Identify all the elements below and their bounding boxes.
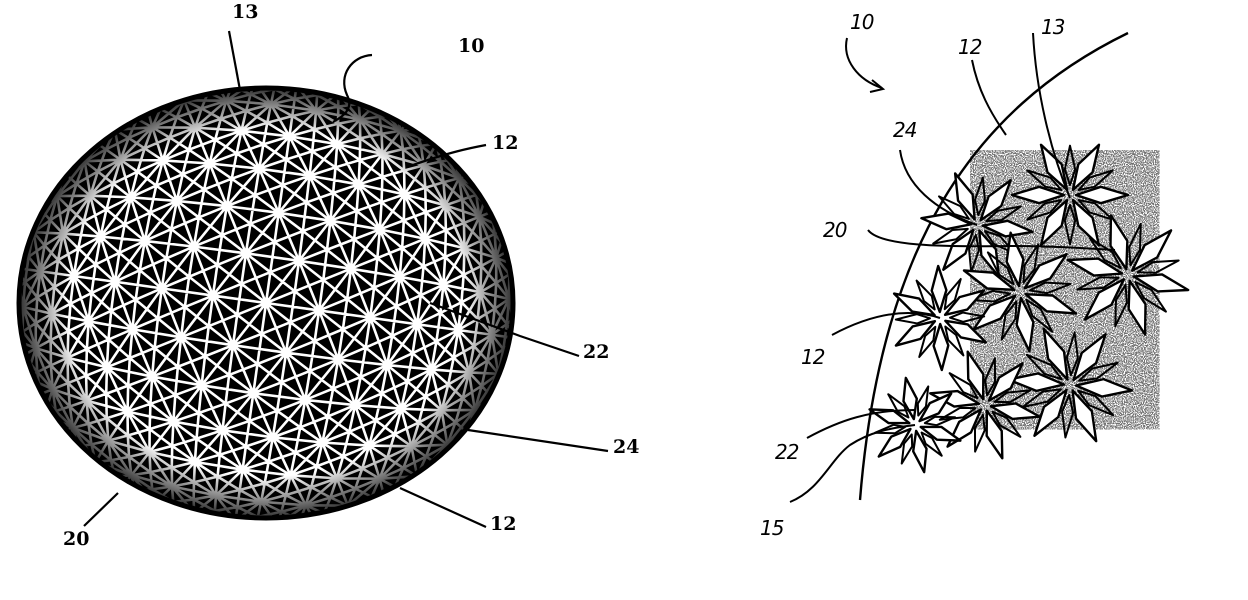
star-element (1066, 214, 1190, 336)
leader-lines (83, 30, 609, 529)
pattern-detail-drawing (789, 31, 1190, 503)
star-element (892, 264, 988, 372)
arrowhead-icon (869, 79, 886, 93)
ball-sphere-drawing (16, 30, 609, 529)
leader-line-20 (83, 492, 119, 527)
leader-lines (789, 32, 1116, 503)
star-element (1010, 143, 1130, 247)
reference-numeral-22: 22 (583, 341, 610, 363)
leader-line-15 (789, 424, 916, 503)
leader-line-10 (332, 53, 373, 123)
leader-line-22 (429, 301, 580, 358)
leader-line-10 (845, 37, 883, 89)
reference-numeral-13: 13 (232, 1, 259, 23)
leader-line-12 (971, 59, 1007, 136)
leader-line-13 (1032, 32, 1071, 199)
leader-line-13 (227, 30, 242, 91)
reference-numeral-13: 13 (1041, 15, 1065, 39)
leader-line-12 (409, 143, 487, 168)
leader-line-12 (399, 486, 487, 529)
sphere-outline (16, 85, 516, 521)
reference-numeral-12: 12 (492, 132, 519, 154)
figure-pattern-detail: 10 12 13 24 20 12 22 15 (740, 0, 1248, 600)
reference-numeral-12: 12 (801, 345, 825, 369)
leader-line-22 (806, 409, 916, 439)
reference-numeral-24: 24 (893, 118, 917, 142)
leader-line-24 (899, 149, 978, 226)
star-element (929, 350, 1041, 460)
leader-line-12 (831, 312, 941, 336)
reference-numeral-10: 10 (850, 10, 874, 34)
reference-numeral-15: 15 (760, 516, 784, 540)
star-elements (868, 143, 1190, 474)
star-element (962, 231, 1078, 353)
reference-numeral-12: 12 (490, 513, 517, 535)
reference-numeral-24: 24 (613, 436, 640, 458)
reference-numeral-12: 12 (958, 35, 982, 59)
leader-line-24 (467, 428, 609, 453)
reference-numeral-20: 20 (63, 528, 90, 550)
reference-numeral-10: 10 (458, 35, 485, 57)
reference-numeral-20: 20 (823, 218, 847, 242)
figure-ball-pattern: 13 10 12 22 24 12 20 (16, 1, 640, 550)
leader-line-20 (867, 229, 1116, 251)
reference-numeral-22: 22 (775, 440, 799, 464)
star-element (1007, 327, 1133, 443)
